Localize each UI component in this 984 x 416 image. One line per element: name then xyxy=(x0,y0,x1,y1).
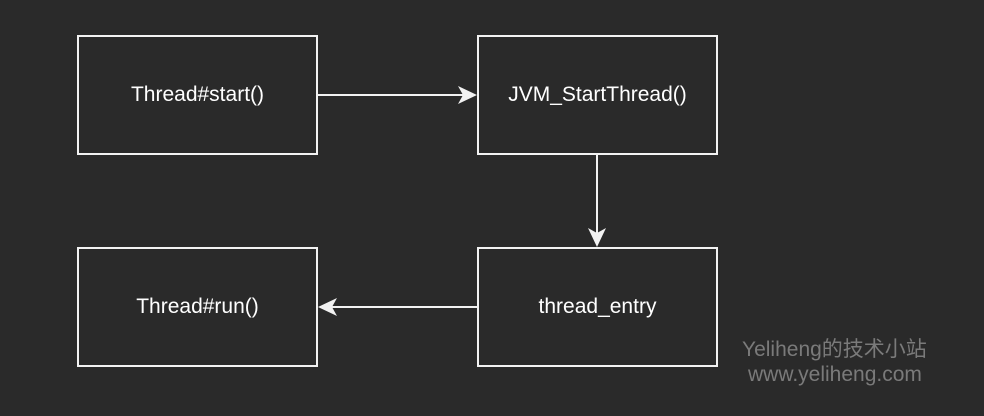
node-thread-start: Thread#start() xyxy=(77,35,318,155)
edge-start-to-jvm xyxy=(318,86,477,104)
node-thread-run: Thread#run() xyxy=(77,247,318,367)
watermark-site-name: Yeliheng的技术小站 xyxy=(742,338,927,361)
arrowhead-icon xyxy=(458,86,477,104)
node-label: JVM_StartThread() xyxy=(508,83,687,106)
node-thread-entry: thread_entry xyxy=(477,247,718,367)
node-label: Thread#start() xyxy=(130,83,265,106)
edge-jvm-to-entry xyxy=(588,155,606,247)
arrowhead-icon xyxy=(318,298,337,316)
node-label: Thread#run() xyxy=(136,295,259,318)
watermark-url: www.yeliheng.com xyxy=(748,363,922,386)
node-label: thread_entry xyxy=(538,295,657,318)
arrowhead-icon xyxy=(588,228,606,247)
node-jvm-start-thread: JVM_StartThread() xyxy=(477,35,718,155)
edge-entry-to-run xyxy=(318,298,477,316)
